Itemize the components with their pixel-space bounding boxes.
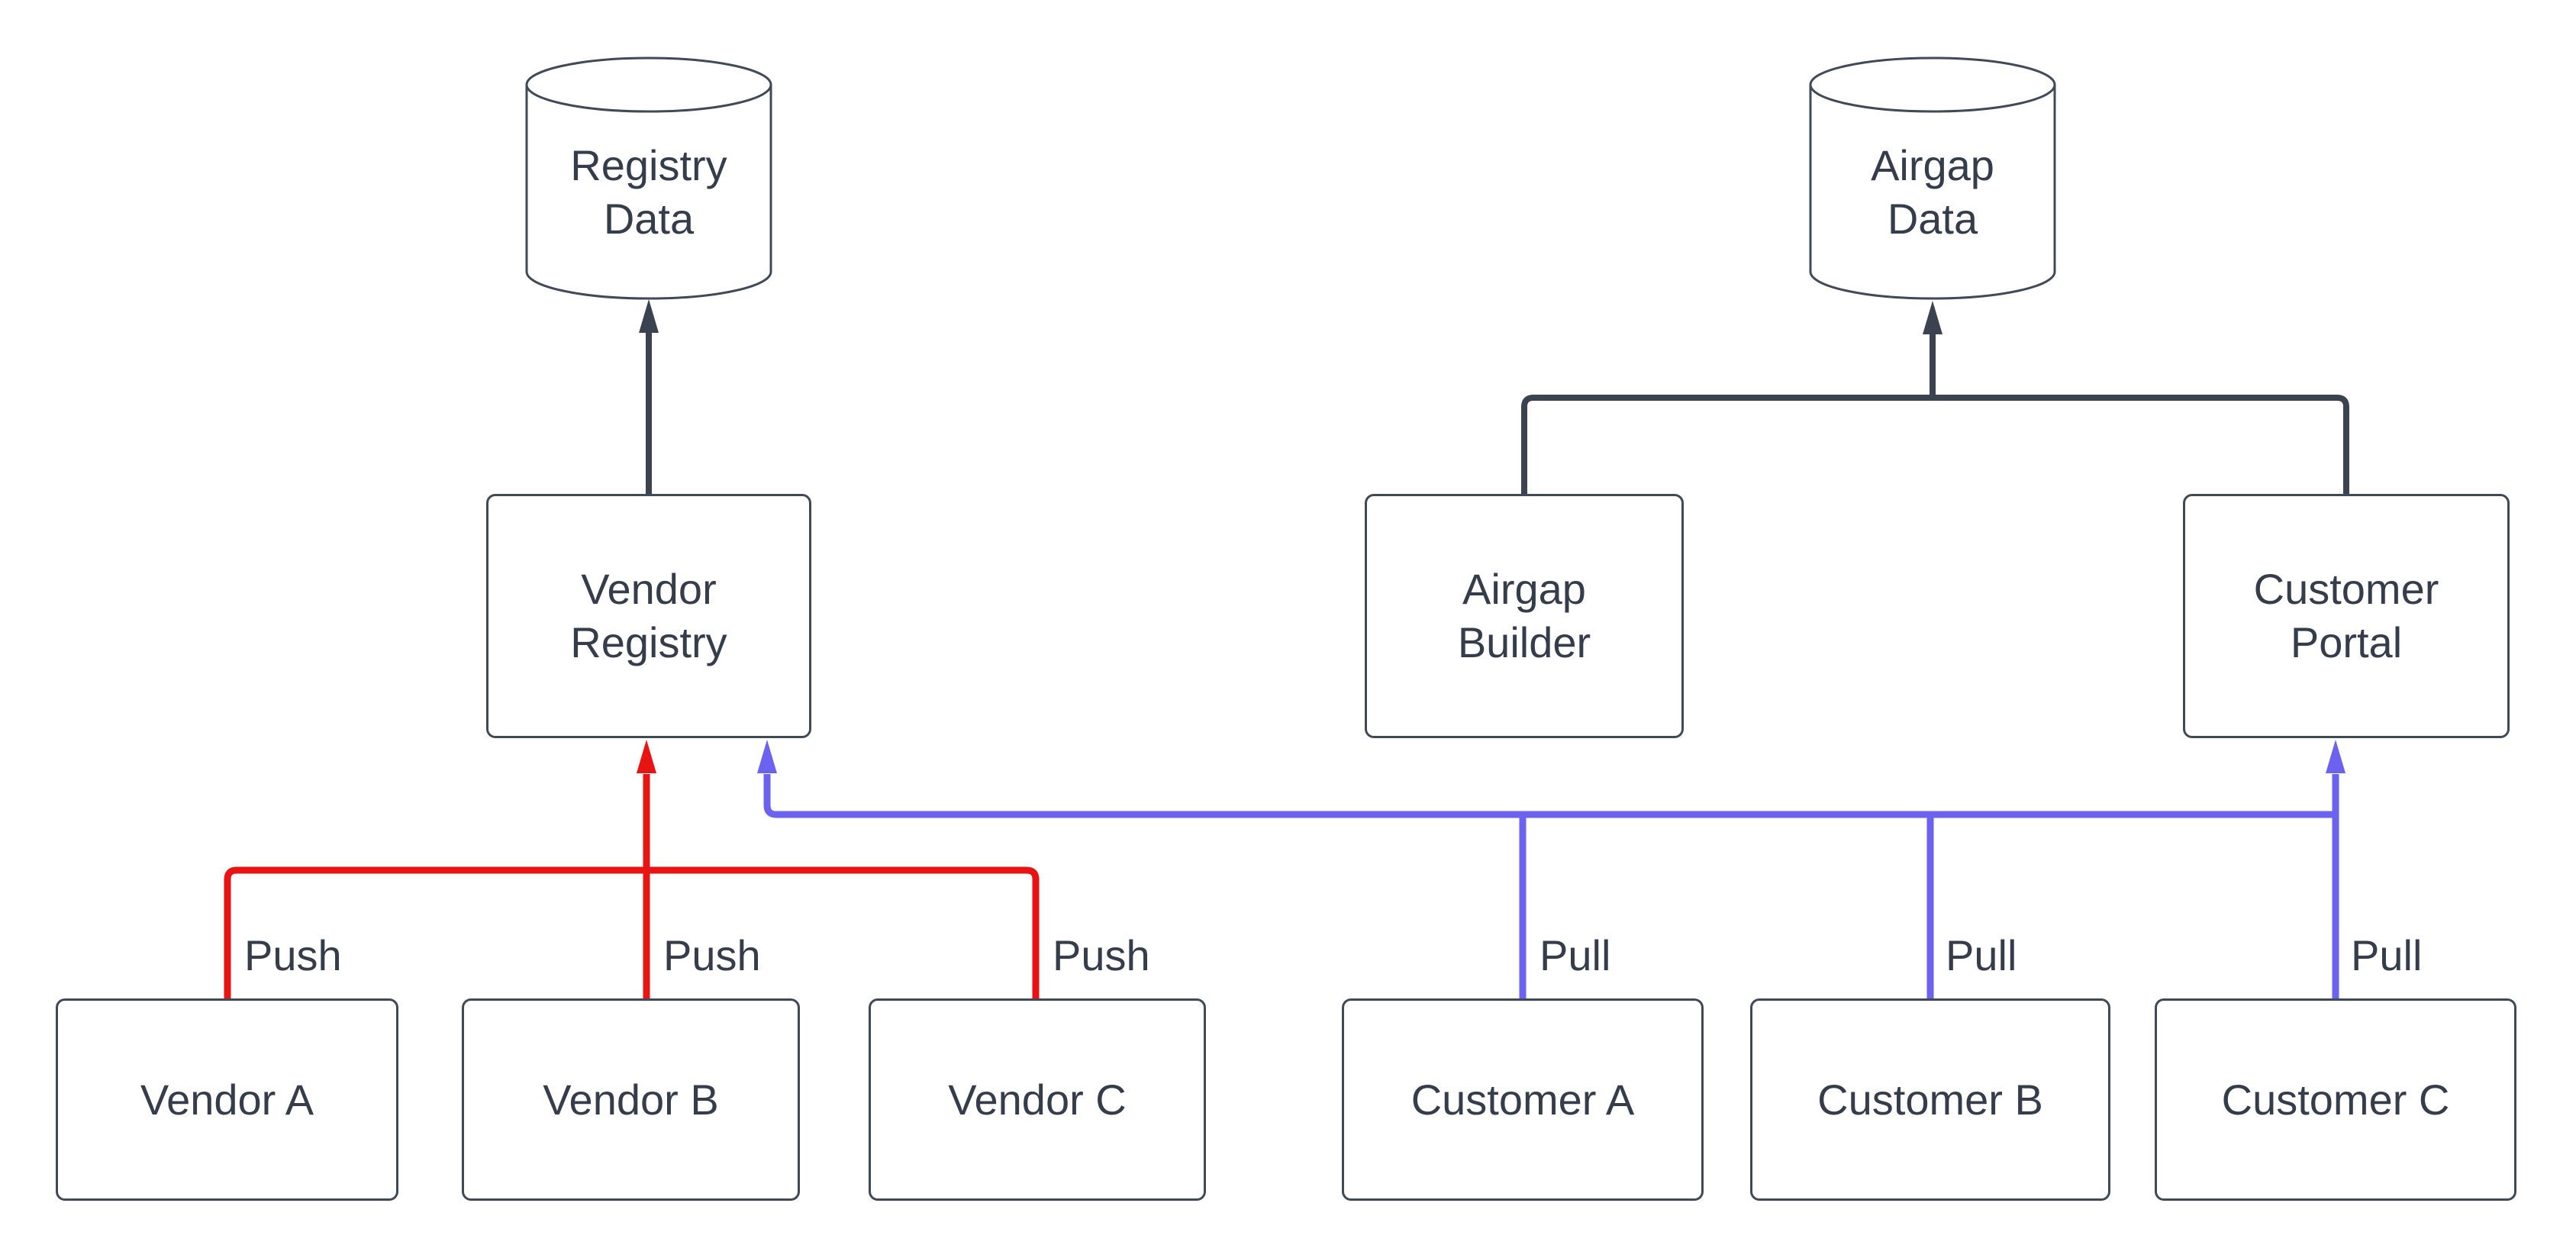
edge-label-push-vendor-a: Push — [244, 931, 342, 979]
node-label: Airgap Data — [1871, 140, 1994, 243]
node-label: Customer A — [1411, 1075, 1635, 1124]
edge-label-push-vendor-b: Push — [663, 931, 761, 979]
node-label: Airgap Builder — [1457, 565, 1591, 666]
node-vendor-c: Vendor C — [869, 998, 1206, 1201]
node-vendor-b: Vendor B — [462, 998, 800, 1201]
edge-label-push-vendor-c: Push — [1053, 931, 1150, 979]
node-label: Registry Data — [570, 140, 727, 243]
edge-builder-portal-to-airgap-data — [1521, 301, 2349, 494]
edge-label-pull-customer-a: Pull — [1539, 931, 1611, 979]
node-vendor-a: Vendor A — [56, 998, 398, 1201]
edge-vendor-registry-to-registry-data — [639, 299, 659, 494]
node-label: Customer C — [2221, 1075, 2450, 1124]
node-label: Vendor A — [140, 1075, 314, 1124]
node-registry-data: Registry Data — [525, 56, 772, 301]
node-label: Vendor B — [543, 1075, 719, 1124]
edge-customers-pull-trunk — [757, 740, 2345, 998]
edge-vendors-push-to-vendor-registry — [224, 740, 1040, 998]
node-label: Customer B — [1817, 1075, 2043, 1124]
node-vendor-registry: Vendor Registry — [486, 494, 811, 738]
node-label: Vendor C — [948, 1075, 1127, 1124]
edge-label-pull-customer-c: Pull — [2351, 931, 2423, 979]
node-customer-a: Customer A — [1342, 998, 1704, 1201]
edge-label-pull-customer-b: Pull — [1946, 931, 2017, 979]
node-customer-portal: Customer Portal — [2183, 494, 2510, 738]
node-airgap-data: Airgap Data — [1809, 56, 2056, 301]
node-customer-c: Customer C — [2155, 998, 2516, 1201]
node-customer-b: Customer B — [1750, 998, 2110, 1201]
node-airgap-builder: Airgap Builder — [1365, 494, 1684, 738]
cylinder-icon — [1809, 56, 2056, 300]
cylinder-icon — [525, 56, 772, 300]
node-label: Vendor Registry — [570, 565, 727, 666]
node-label: Customer Portal — [2253, 565, 2439, 666]
